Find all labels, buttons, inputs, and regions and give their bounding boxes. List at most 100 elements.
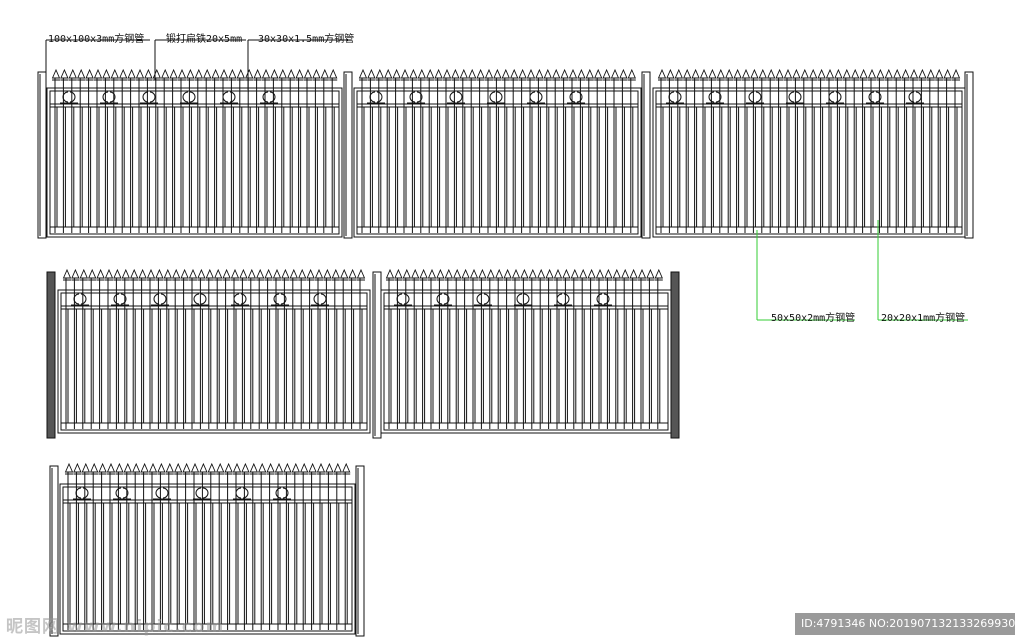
picket-spike [511, 268, 521, 279]
scroll-right [229, 91, 236, 103]
scroll-left [222, 91, 229, 103]
picket-spike [85, 68, 94, 79]
scroll-right [416, 91, 423, 103]
post-outline [343, 71, 353, 239]
scroll-left [516, 293, 523, 305]
picket-spike [585, 68, 594, 79]
scroll-ornament [153, 486, 171, 500]
picket-spike [725, 68, 734, 79]
picket-spike [392, 68, 401, 79]
picket-spike [287, 68, 296, 79]
scroll-right [496, 91, 503, 103]
picket-spike [281, 268, 290, 279]
picket-spike [884, 68, 893, 79]
picket-spike [230, 268, 240, 279]
picket-spike [157, 462, 166, 473]
picket-spike [859, 68, 868, 79]
picket-spike [298, 268, 307, 279]
picket-spike [610, 68, 620, 79]
scroll-left [449, 91, 456, 103]
scroll-ornament [271, 292, 289, 306]
picket-spike [595, 268, 605, 279]
picket-spike [535, 68, 544, 79]
picket-spike [943, 68, 952, 79]
label-picket-tube: 20x20x1mm方钢管 [881, 313, 966, 324]
picket-spike [314, 268, 324, 279]
scroll-left [262, 91, 269, 103]
scroll-left [115, 487, 122, 499]
fence-panel [57, 268, 371, 434]
picket-spike [291, 462, 300, 473]
panel-frame-inner [60, 292, 368, 431]
picket-spike [851, 68, 860, 79]
picket-spike [358, 68, 368, 79]
scroll-ornament [487, 90, 505, 104]
scroll-right [755, 91, 762, 103]
fence-panel [353, 68, 642, 238]
picket-spike [453, 268, 462, 279]
picket-spike [68, 68, 77, 79]
picket-spike [110, 68, 119, 79]
scroll-ornament [666, 90, 684, 104]
picket-spike [484, 68, 494, 79]
picket-spike [194, 68, 203, 79]
picket-spike [163, 268, 172, 279]
scroll-right [149, 91, 156, 103]
picket-spike [207, 462, 216, 473]
picket-spike [604, 268, 613, 279]
picket-spike [214, 268, 223, 279]
picket-spike [180, 268, 189, 279]
scroll-right [675, 91, 682, 103]
picket-spike [274, 462, 284, 473]
picket-spike [384, 68, 393, 79]
scroll-ornament [60, 90, 78, 104]
picket-spike [627, 68, 636, 79]
picket-spike [444, 268, 453, 279]
picket-spike [127, 68, 136, 79]
picket-spike [71, 268, 80, 279]
scroll-right [242, 487, 249, 499]
picket-spike [81, 462, 90, 473]
scroll-right [202, 487, 209, 499]
picket-spike [232, 462, 242, 473]
picket-spike [312, 68, 321, 79]
picket-spike [562, 268, 571, 279]
picket-spike [478, 268, 487, 279]
scroll-left [142, 91, 149, 103]
scroll-left [409, 91, 416, 103]
post-outline [49, 465, 59, 637]
scroll-right [835, 91, 842, 103]
scroll-left [153, 293, 160, 305]
scroll-left [788, 91, 795, 103]
scroll-left [275, 487, 282, 499]
picket-spike [716, 68, 725, 79]
picket-spike [419, 268, 428, 279]
picket-spike [106, 462, 116, 473]
picket-spike [123, 462, 132, 473]
picket-spike [842, 68, 851, 79]
picket-spike [570, 268, 579, 279]
picket-spike [241, 462, 250, 473]
picket-spike [674, 68, 683, 79]
scroll-ornament [866, 90, 884, 104]
picket-spike [451, 68, 460, 79]
panel-frame [652, 87, 966, 238]
picket-spike [800, 68, 809, 79]
picket-spike [526, 68, 536, 79]
scroll-left [668, 91, 675, 103]
scroll-ornament [367, 90, 385, 104]
scroll-left [62, 91, 69, 103]
picket-spike [144, 68, 153, 79]
scroll-right [403, 293, 410, 305]
panel-frame [46, 87, 343, 238]
scroll-ornament [231, 292, 249, 306]
picket-spike [876, 68, 885, 79]
picket-spike [93, 68, 103, 79]
picket-spike [621, 268, 630, 279]
picket-spike [261, 68, 271, 79]
picket-spike [503, 268, 512, 279]
picket-spike [102, 68, 111, 79]
picket-spike [239, 268, 248, 279]
picket-spike [436, 268, 445, 279]
scroll-left [195, 487, 202, 499]
